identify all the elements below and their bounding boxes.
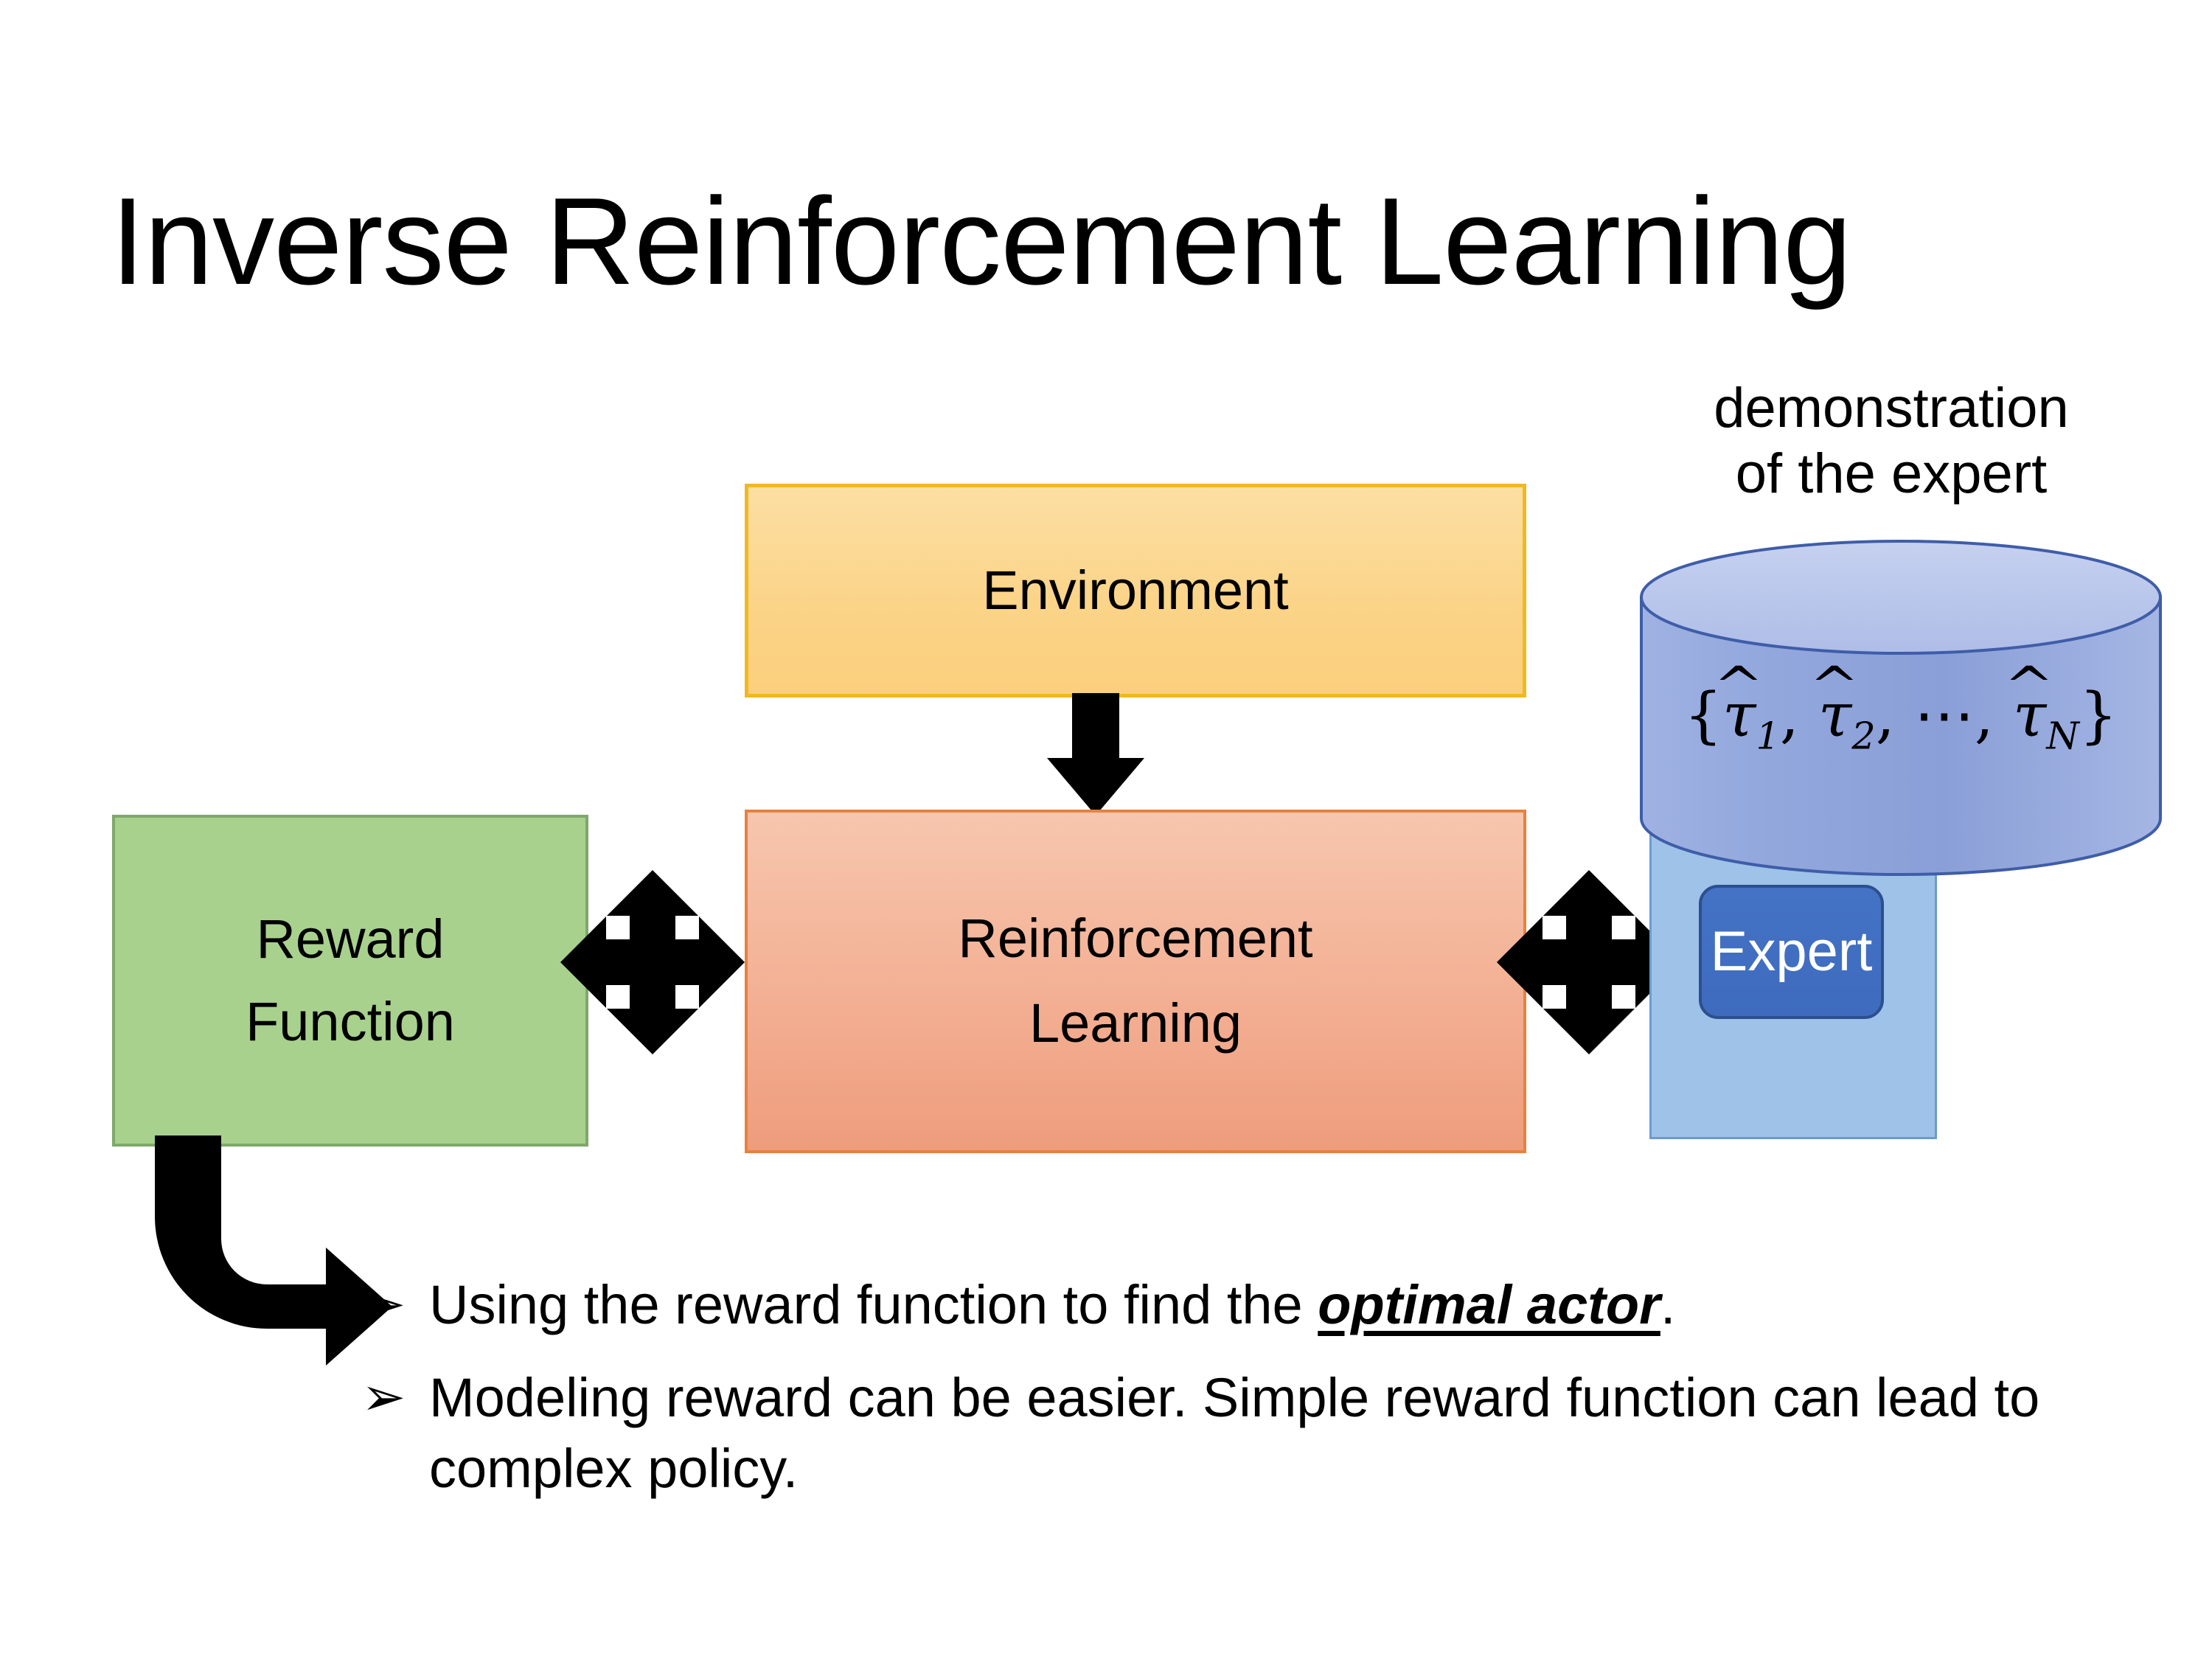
trajectory-comma-1: , [1779,681,1799,751]
reinforcement-learning-box: Reinforcement Learning [745,810,1526,1153]
trajectory-comma-2: , [1875,681,1895,751]
tau-hat-2: τ [1818,686,1851,746]
tau-hat-n: τ [2013,686,2046,746]
demonstration-caption: demonstration of the expert [1626,376,2157,507]
list-item: ➢ Modeling reward can be easier. Simple … [361,1363,2087,1504]
environment-box-label: Environment [982,559,1289,621]
bullet-arrow-icon: ➢ [361,1273,406,1335]
bullet-1-text-after: . [1660,1274,1676,1335]
arrow-environment-to-rl [1047,693,1144,815]
reward-label-line1: Reward [256,908,445,970]
trajectory-set-brace-close: } [2079,681,2118,751]
trajectory-ellipsis: ⋯ [1913,681,1975,751]
bullet-list: ➢ Using the reward function to find the … [361,1270,2087,1527]
arrow-reward-to-rl [560,870,745,1054]
trajectory-comma-3: , [1974,681,1994,751]
expert-box: Expert [1699,885,1884,1019]
arrow-reward-to-bullet [155,1135,392,1366]
demonstration-caption-line2: of the expert [1735,442,2048,505]
trajectory-set-label: {τ1, τ2, ⋯, τN} [1635,686,2166,755]
bullet-text-1: Using the reward function to find the op… [429,1270,2087,1340]
reward-label-line2: Function [246,991,455,1052]
rl-label-line1: Reinforcement [958,908,1313,970]
bullet-text-2: Modeling reward can be easier. Simple re… [429,1367,2040,1500]
tau-hat-1: τ [1722,686,1756,746]
tau-subscript-n: N [2046,714,2079,758]
demonstration-caption-line1: demonstration [1714,377,2069,439]
arrow-rl-to-expert [1497,870,1681,1054]
reward-function-box: Reward Function [112,815,588,1147]
list-item: ➢ Using the reward function to find the … [361,1270,2087,1340]
environment-box: Environment [745,484,1526,698]
tau-subscript-2: 2 [1851,714,1876,758]
page-title: Inverse Reinforcement Learning [111,172,1852,310]
bullet-1-text-before: Using the reward function to find the [429,1274,1318,1335]
reinforcement-learning-box-label: Reinforcement Learning [958,897,1312,1065]
bullet-1-emphasis: optimal actor [1318,1274,1660,1335]
bullet-arrow-icon: ➢ [361,1366,406,1428]
rl-label-line2: Learning [1029,992,1242,1054]
reward-function-box-label: Reward Function [246,898,455,1064]
expert-box-label: Expert [1710,920,1873,983]
tau-subscript-1: 1 [1756,714,1780,758]
